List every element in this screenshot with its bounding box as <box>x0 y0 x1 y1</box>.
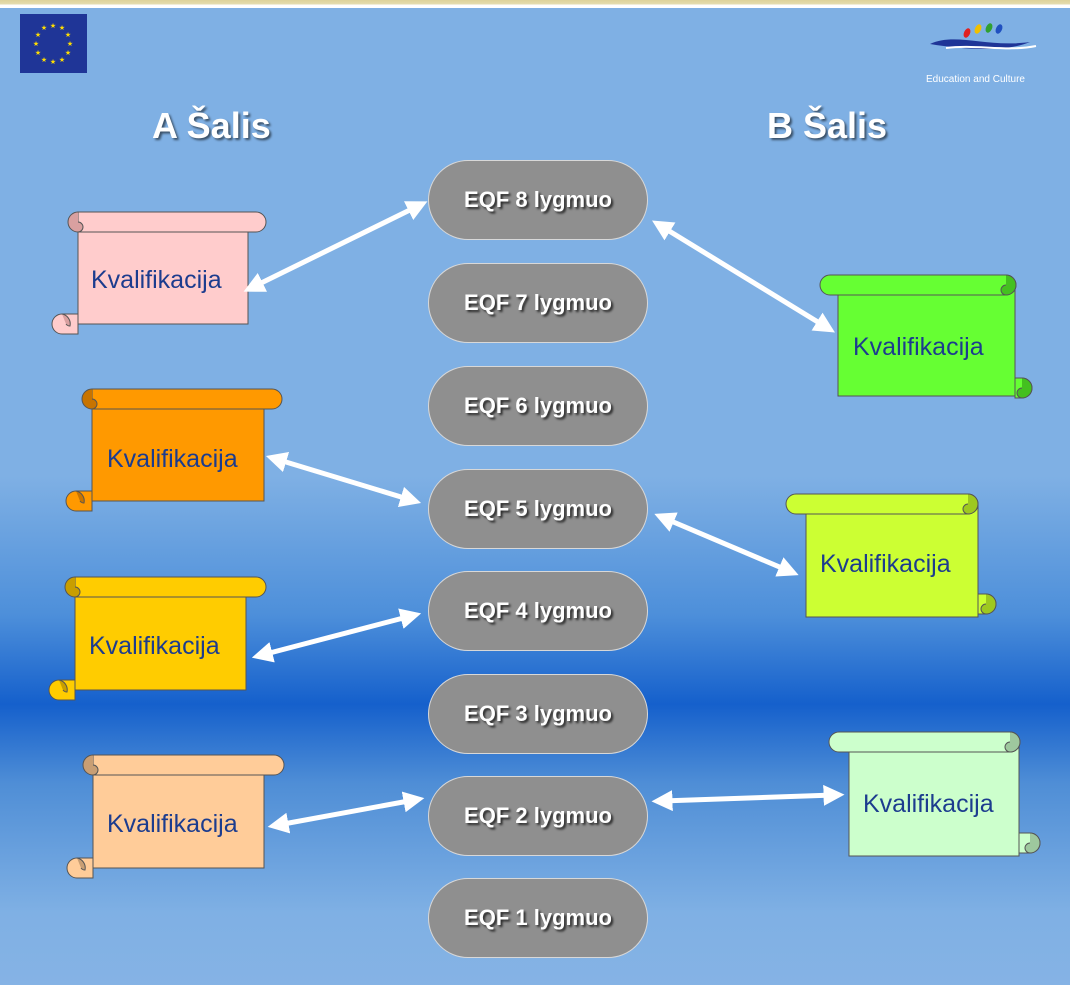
svg-text:★: ★ <box>41 56 47 64</box>
eu-flag-icon: ★ ★ ★ ★ ★ ★ ★ ★ ★ ★ ★ ★ <box>20 14 87 73</box>
qualification-b3-label: Kvalifikacija <box>863 790 994 818</box>
svg-text:★: ★ <box>35 49 41 57</box>
ec-swoosh-icon <box>930 23 1037 50</box>
scroll-b-3 <box>828 731 1041 857</box>
scroll-a-3 <box>48 576 267 701</box>
arrow-b1-eqf8 <box>652 220 835 333</box>
qualification-a2-label: Kvalifikacija <box>107 445 238 473</box>
svg-text:★: ★ <box>50 22 56 30</box>
svg-text:★: ★ <box>67 40 73 48</box>
eqf-level-3: EQF 3 lygmuo <box>428 674 648 754</box>
qualification-a1-label: Kvalifikacija <box>91 266 222 294</box>
ec-logo-text: Education and Culture <box>926 74 1025 85</box>
eqf-level-4: EQF 4 lygmuo <box>428 571 648 651</box>
eqf-level-6: EQF 6 lygmuo <box>428 366 648 446</box>
arrow-a1-eqf8 <box>243 201 428 292</box>
arrow-b2-eqf5 <box>654 512 799 577</box>
scroll-a-1 <box>51 211 267 335</box>
eqf-level-1: EQF 1 lygmuo <box>428 878 648 958</box>
svg-text:★: ★ <box>50 58 56 66</box>
eu-stars-icon: ★ ★ ★ ★ ★ ★ ★ ★ ★ ★ ★ ★ <box>33 22 73 66</box>
qualification-b1-label: Kvalifikacija <box>853 333 984 361</box>
svg-text:★: ★ <box>59 24 65 32</box>
qualification-a4-label: Kvalifikacija <box>107 810 238 838</box>
scroll-a-4 <box>66 754 285 879</box>
education-culture-logo: Education and Culture <box>926 18 1070 90</box>
svg-text:★: ★ <box>33 40 39 48</box>
country-b-heading: B Šalis <box>767 105 888 146</box>
country-a-heading: A Šalis <box>152 105 271 146</box>
scroll-a-2 <box>65 388 283 512</box>
eqf-level-8: EQF 8 lygmuo <box>428 160 648 240</box>
arrow-a4-eqf2 <box>267 791 425 834</box>
svg-text:★: ★ <box>65 31 71 39</box>
arrow-a3-eqf4 <box>251 608 422 663</box>
svg-text:★: ★ <box>35 31 41 39</box>
svg-text:★: ★ <box>65 49 71 57</box>
arrow-a2-eqf5 <box>265 452 422 507</box>
scroll-b-2 <box>785 493 997 618</box>
eqf-level-5: EQF 5 lygmuo <box>428 469 648 549</box>
eqf-level-2: EQF 2 lygmuo <box>428 776 648 856</box>
eqf-level-7: EQF 7 lygmuo <box>428 263 648 343</box>
arrow-b3-eqf2 <box>651 784 845 812</box>
qualification-b2-label: Kvalifikacija <box>820 550 951 578</box>
svg-text:★: ★ <box>41 24 47 32</box>
qualification-a3-label: Kvalifikacija <box>89 632 220 660</box>
svg-text:★: ★ <box>59 56 65 64</box>
